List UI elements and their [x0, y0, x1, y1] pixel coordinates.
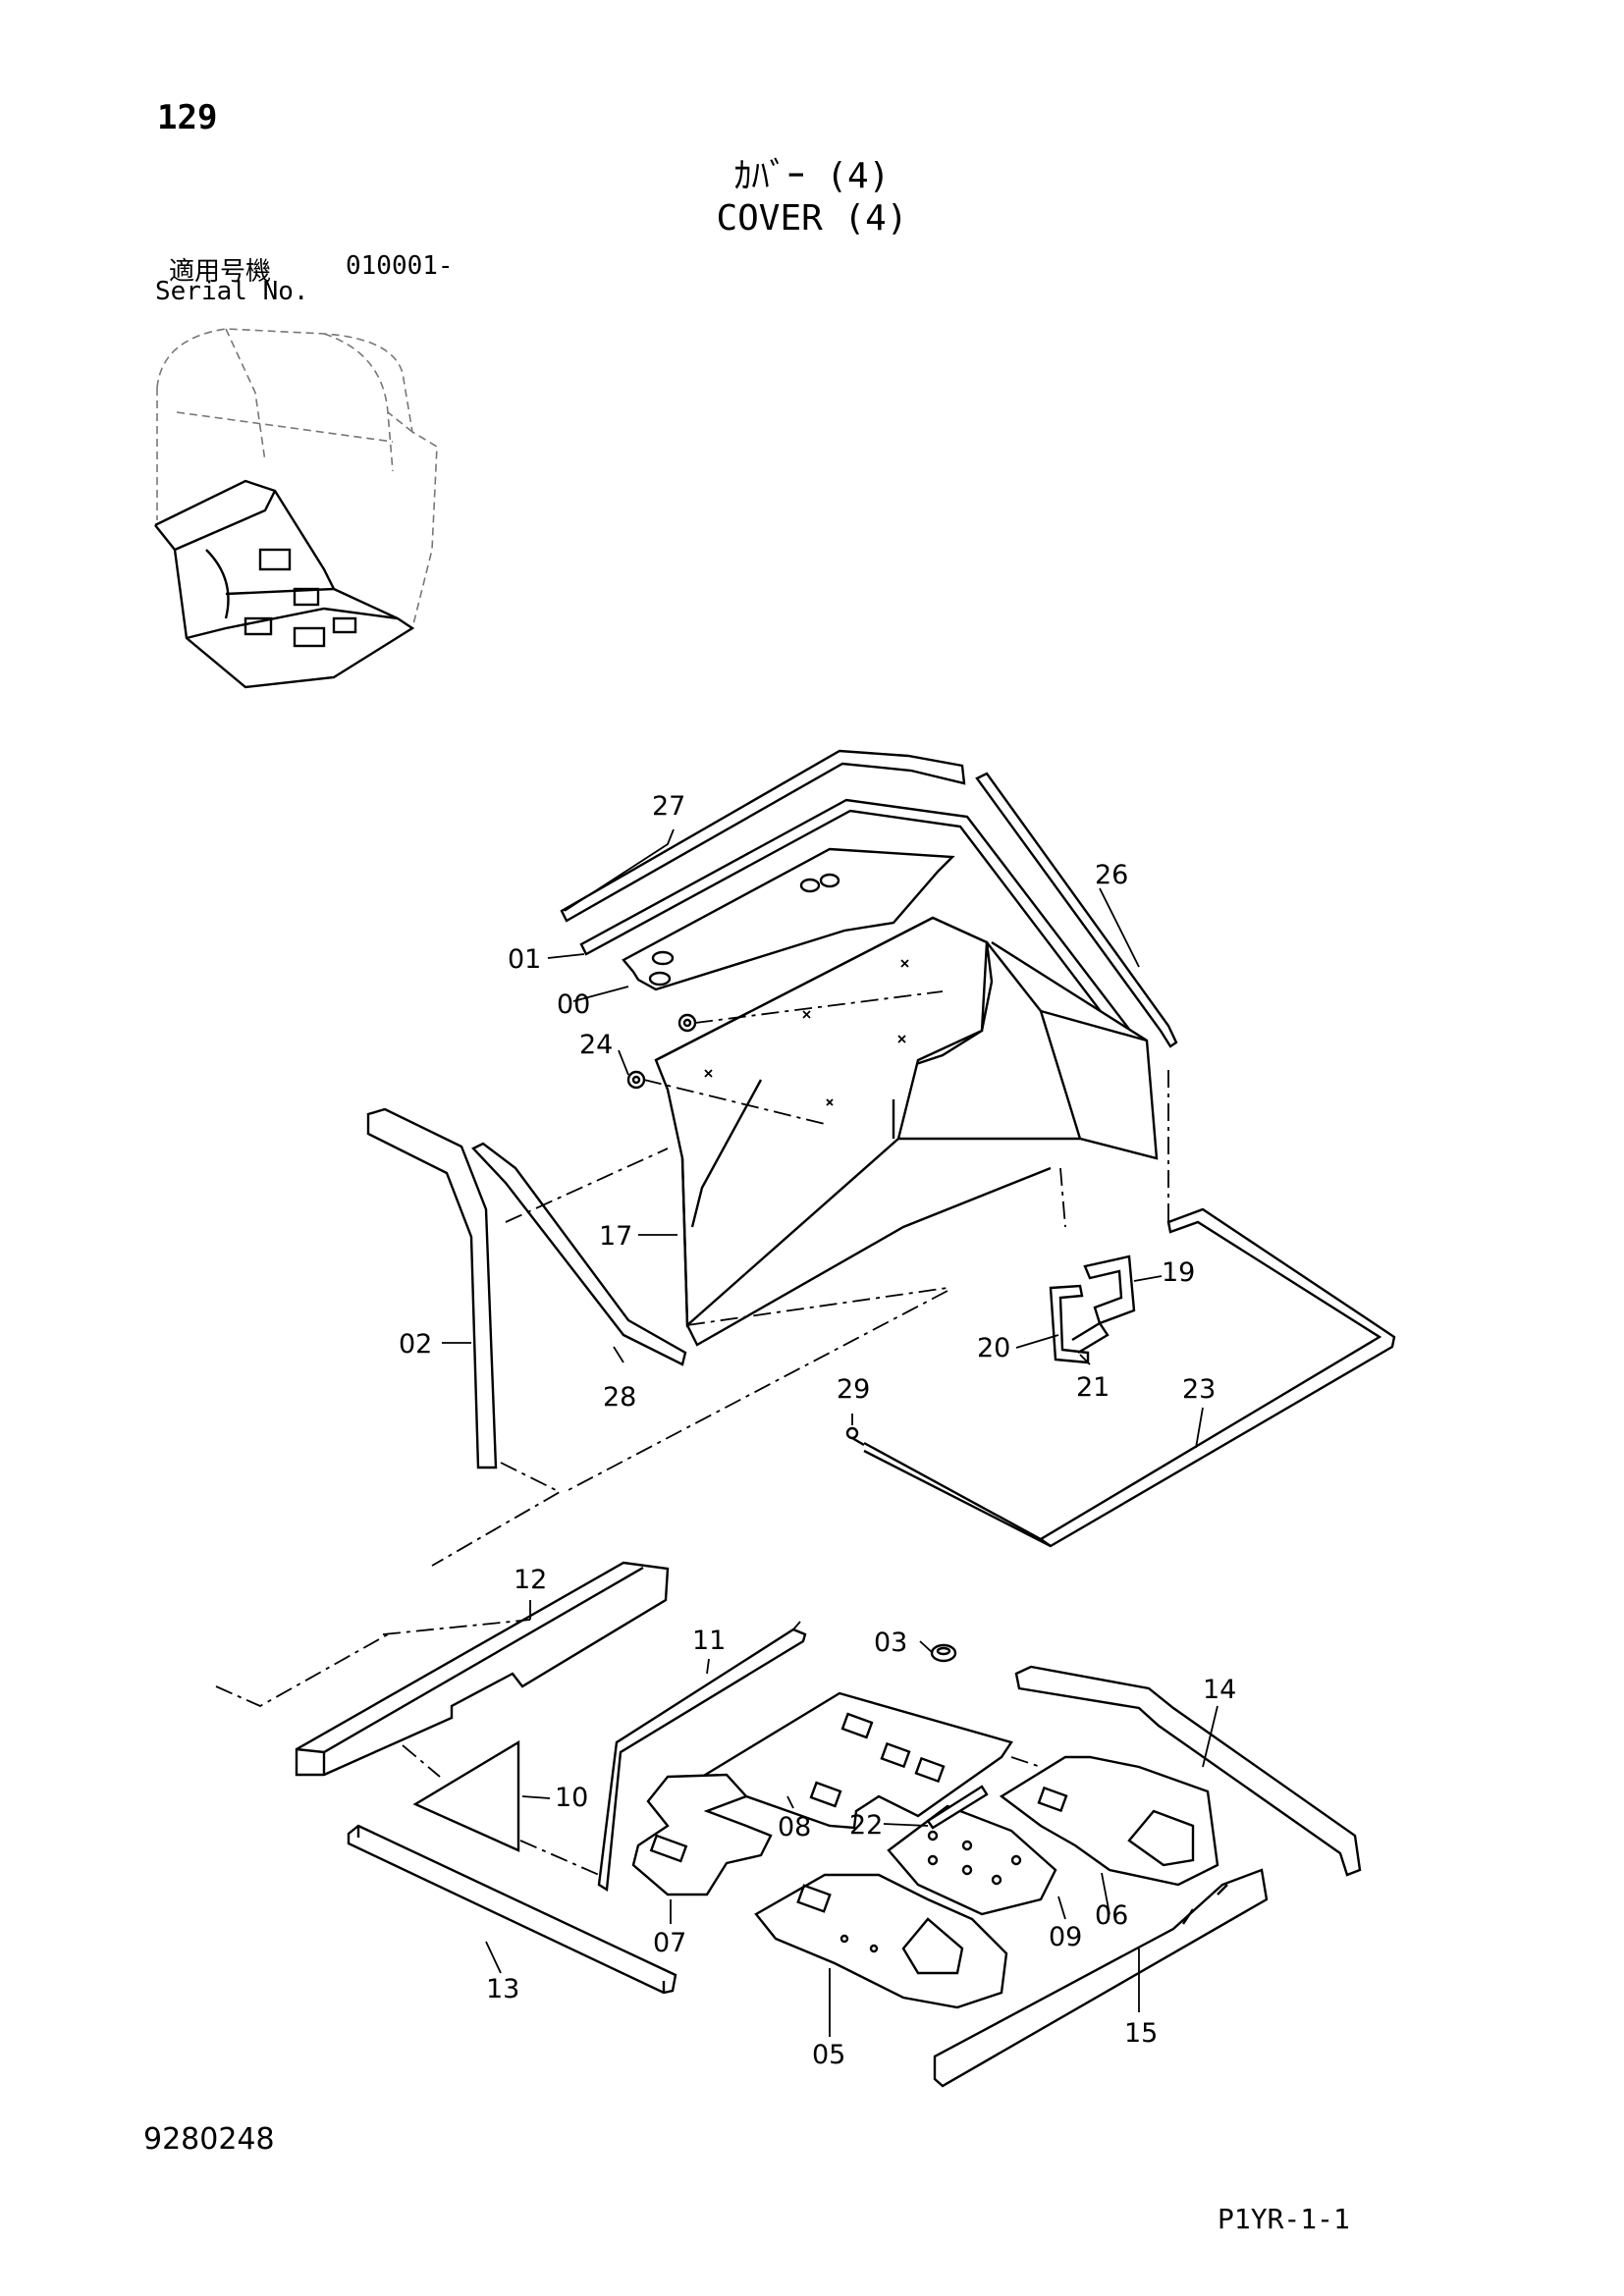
- part-07-plate: [631, 1773, 773, 1896]
- callout-01: 01: [508, 944, 541, 975]
- callout-23: 23: [1182, 1374, 1216, 1405]
- serial-label-english: Serial No.: [155, 277, 309, 306]
- callout-08: 08: [778, 1812, 811, 1842]
- callout-15: 15: [1124, 2018, 1158, 2049]
- part-02-pillar: [366, 1107, 498, 1469]
- part-12-beam: [295, 1561, 670, 1777]
- part-11-strip: [597, 1628, 807, 1893]
- callout-02: 02: [399, 1329, 432, 1360]
- document-number: 9280248: [143, 2122, 275, 2157]
- callout-11: 11: [692, 1626, 726, 1656]
- callout-05: 05: [812, 2040, 845, 2070]
- part-19-bracket: [1083, 1255, 1136, 1325]
- callout-26: 26: [1095, 860, 1128, 890]
- part-06-plate: [999, 1755, 1219, 1887]
- part-28-strip: [471, 1142, 687, 1366]
- part-14-frame: [1014, 1665, 1362, 1877]
- serial-label-japanese: 適用号機: [169, 257, 272, 287]
- part-00-plate: [622, 847, 955, 991]
- callout-14: 14: [1203, 1675, 1236, 1705]
- callout-27: 27: [652, 791, 685, 822]
- part-05-plate: [754, 1873, 1008, 2009]
- callout-17: 17: [599, 1221, 632, 1252]
- part-26-strip: [975, 772, 1178, 1048]
- callout-13: 13: [486, 1974, 519, 2004]
- callout-10: 10: [555, 1783, 588, 1813]
- page-code: P1YR-1-1: [1218, 2203, 1350, 2235]
- part-10-plate: [412, 1739, 520, 1852]
- serial-code: 010001-: [346, 251, 454, 281]
- page-number: 129: [157, 98, 218, 137]
- callout-21: 21: [1076, 1372, 1110, 1403]
- callout-07: 07: [653, 1928, 686, 1958]
- callout-28: 28: [603, 1382, 636, 1413]
- part-20-bracket: [1049, 1284, 1090, 1364]
- callout-12: 12: [514, 1565, 547, 1595]
- title-japanese: ｶﾊﾞｰ (4): [733, 156, 891, 196]
- callout-00: 00: [557, 989, 590, 1020]
- callout-22: 22: [849, 1810, 883, 1841]
- callout-03: 03: [874, 1628, 907, 1658]
- part-13-strip: [347, 1824, 677, 1995]
- leader-lines: [442, 828, 1218, 2037]
- part-27-strip: [560, 749, 966, 923]
- callout-06: 06: [1095, 1900, 1128, 1931]
- title-english: COVER (4): [716, 198, 908, 239]
- callout-24: 24: [579, 1030, 613, 1060]
- part-22-strip: [926, 1785, 989, 1830]
- callout-19: 19: [1162, 1257, 1195, 1288]
- callouts: 27 26 01 00 24 17 19 20 21 02 28 29 23 1…: [399, 791, 1236, 2070]
- callout-09: 09: [1049, 1922, 1082, 1952]
- cab-overview-inset: [154, 328, 438, 689]
- callout-20: 20: [977, 1333, 1010, 1363]
- callout-29: 29: [837, 1374, 870, 1405]
